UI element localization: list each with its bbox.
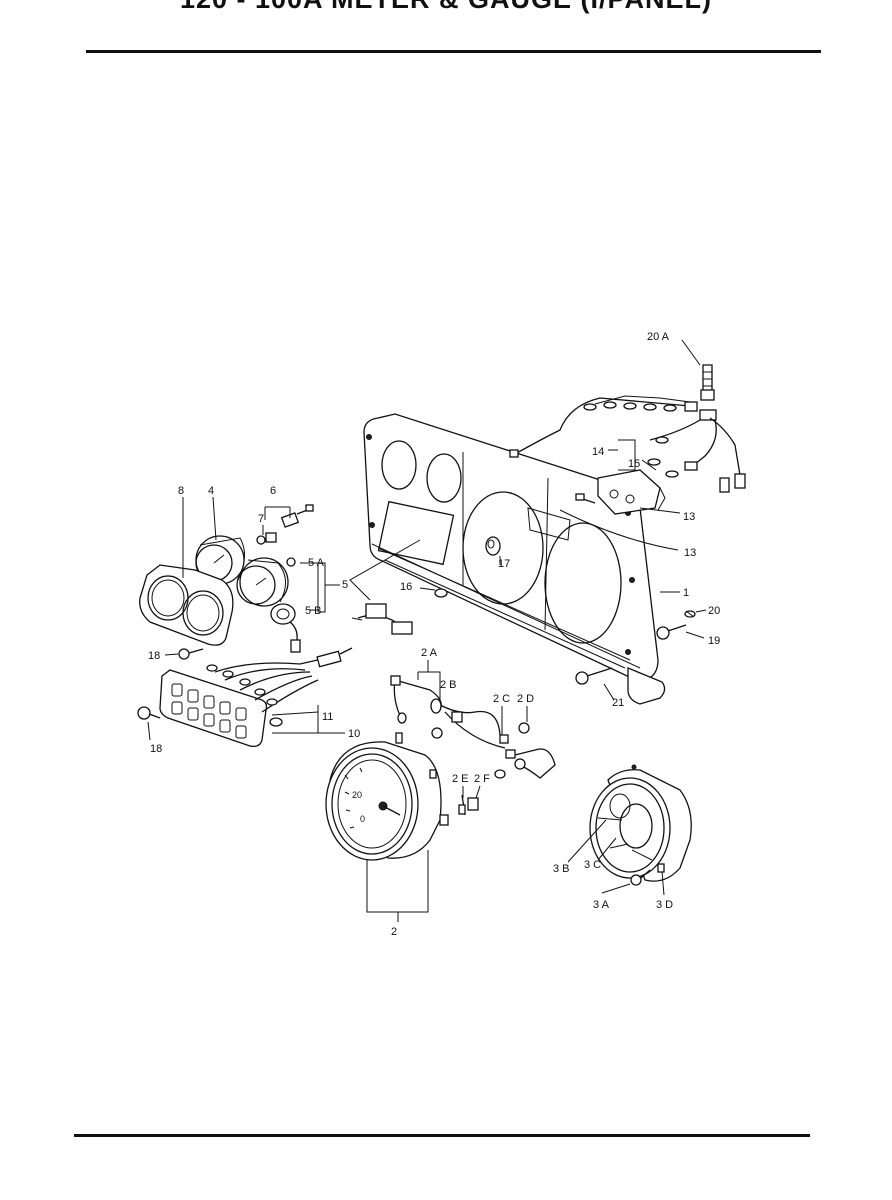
callout-19: 19 [708, 635, 720, 647]
callout-13-lower: 13 [684, 547, 696, 559]
socket-2f [467, 797, 479, 811]
socket-2c [499, 734, 516, 759]
bottom-rule [74, 1134, 810, 1137]
clip-20 [684, 610, 696, 618]
callout-17: 17 [498, 558, 510, 570]
gauge-5 [236, 557, 289, 607]
warning-cluster-harness [206, 647, 353, 727]
harness-center [351, 603, 413, 635]
bulb-2d [518, 722, 530, 734]
bracket-13 [575, 469, 666, 515]
callout-2b: 2 B [440, 679, 457, 691]
gauge-dial-20: 20 [352, 790, 362, 800]
callout-10: 10 [348, 728, 360, 740]
callout-20a: 20 A [647, 331, 670, 343]
callout-8: 8 [178, 485, 184, 497]
bulb-5a [286, 557, 296, 567]
callout-21: 21 [612, 697, 624, 709]
grommet-16 [434, 588, 448, 598]
screw-19 [656, 624, 687, 640]
callout-4: 4 [208, 485, 214, 497]
callout-2d: 2 D [517, 693, 534, 705]
callout-3b: 3 B [553, 863, 570, 875]
bulb-2e [458, 794, 466, 816]
callout-2e: 2 E [452, 773, 469, 785]
gauge-dial-0: 0 [360, 814, 365, 824]
bulb-6 [280, 504, 314, 528]
screw-18-upper [178, 648, 204, 660]
callout-18-upper: 18 [148, 650, 160, 662]
callout-16: 16 [400, 581, 412, 593]
gauge-3 [589, 764, 692, 886]
callout-5a: 5 A [308, 557, 325, 569]
callout-2: 2 [391, 926, 397, 938]
screw-18-lower [137, 706, 161, 720]
callout-2c: 2 C [493, 693, 510, 705]
bezel-8 [139, 564, 234, 646]
callout-13-upper: 13 [683, 511, 695, 523]
callout-18-lower: 18 [150, 743, 162, 755]
callout-1: 1 [683, 587, 689, 599]
instrument-panel-housing [363, 413, 666, 705]
knob-17 [485, 536, 501, 556]
speedometer-2 [325, 732, 449, 861]
callout-3a: 3 A [593, 899, 610, 911]
warning-light-cluster-10 [159, 669, 268, 748]
callout-3d: 3 D [656, 899, 673, 911]
wiring-harness-upper [509, 395, 746, 493]
gauge-4 [195, 535, 245, 585]
bulb-7 [256, 532, 277, 545]
screw-21 [575, 667, 613, 685]
callout-14: 14 [592, 446, 604, 458]
connector-2f-harness [494, 748, 556, 779]
callout-15: 15 [628, 458, 640, 470]
callout-3c: 3 C [584, 859, 601, 871]
callout-6: 6 [270, 485, 276, 497]
connector-5b [270, 603, 301, 653]
clip-20a [700, 364, 715, 401]
callout-5b: 5 B [305, 605, 322, 617]
leader-lines [147, 339, 707, 922]
callout-7: 7 [258, 513, 264, 525]
page-title: 120 - 100A METER & GAUGE (I/PANEL) [0, 0, 892, 15]
callout-20: 20 [708, 605, 720, 617]
top-rule [86, 50, 821, 53]
callout-2f: 2 F [474, 773, 490, 785]
harness-2a [390, 675, 506, 749]
callout-5: 5 [342, 579, 348, 591]
callout-11: 11 [322, 711, 333, 723]
callout-2a: 2 A [421, 647, 438, 659]
